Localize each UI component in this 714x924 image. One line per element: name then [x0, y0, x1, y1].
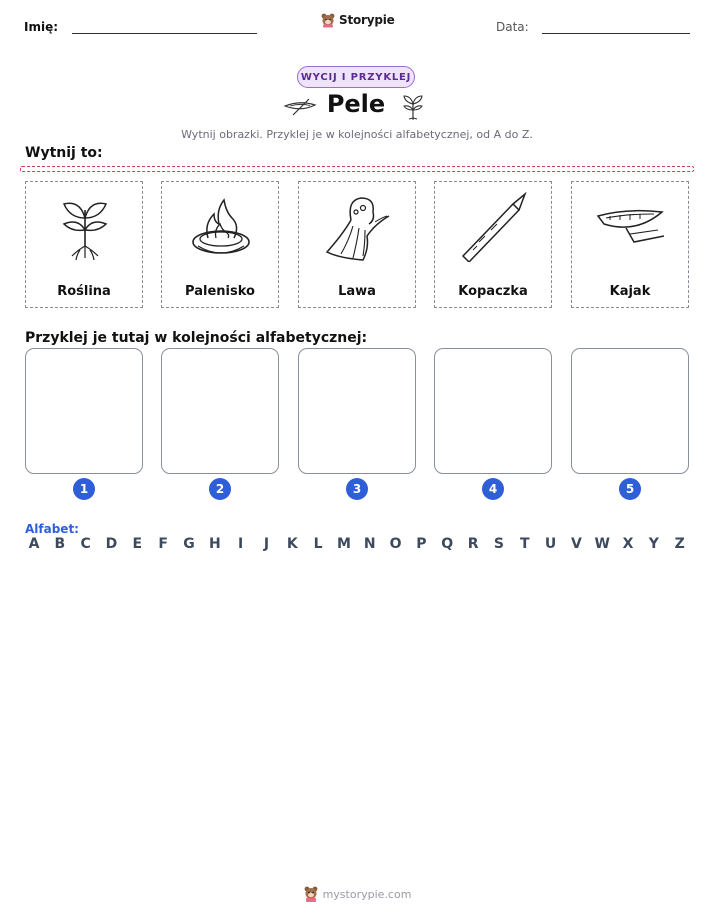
alphabet-letter: N [363, 536, 376, 552]
cut-card-fire-pit[interactable]: Palenisko [161, 181, 279, 308]
alphabet-letter: G [183, 536, 195, 552]
alphabet-letter: S [493, 536, 504, 552]
cut-card-label: Roślina [57, 284, 111, 299]
cut-card-kayak[interactable]: Kajak [571, 181, 689, 308]
date-label: Data: [496, 20, 529, 34]
bear-logo-icon [321, 13, 335, 28]
number-badge-5: 5 [619, 478, 641, 500]
instructions: Wytnij obrazki. Przyklej je w kolejności… [181, 128, 533, 141]
cut-card-lava[interactable]: Lawa [298, 181, 416, 308]
number-badge-3: 3 [346, 478, 368, 500]
alphabet-letter: T [519, 536, 530, 552]
number-badge-1: 1 [73, 478, 95, 500]
alphabet-letter: W [594, 536, 610, 552]
alphabet-letter: D [105, 536, 118, 552]
alphabet-letter: U [544, 536, 557, 552]
cut-card-label: Palenisko [185, 284, 255, 299]
alphabet-letter: M [336, 536, 351, 552]
digging-stick-icon [461, 191, 527, 262]
alphabet-letter: K [286, 536, 298, 552]
paste-box-1[interactable] [25, 348, 143, 474]
alphabet-letter: O [389, 536, 402, 552]
paste-box-2[interactable] [161, 348, 279, 474]
name-label: Imię: [24, 20, 59, 34]
footer-url[interactable]: mystorypie.com [322, 887, 412, 901]
paste-box-4[interactable] [434, 348, 552, 474]
name-line[interactable] [72, 33, 257, 34]
plant-icon [62, 202, 108, 261]
fire-pit-icon [192, 198, 250, 254]
alphabet-letter: Q [441, 536, 454, 552]
cut-card-label: Kopaczka [458, 284, 528, 299]
brand-logo: Storypie [320, 12, 395, 28]
alphabet-letter: I [238, 536, 244, 552]
cut-card-plant[interactable]: Roślina [25, 181, 143, 308]
paste-section-title: Przyklej je tutaj w kolejności alfabetyc… [25, 330, 368, 346]
alphabet-letter: C [80, 536, 91, 552]
paste-box-5[interactable] [571, 348, 689, 474]
kayak-decoration-icon [283, 98, 317, 116]
number-badge-4: 4 [482, 478, 504, 500]
alphabet-letter: B [54, 536, 66, 552]
alphabet-letter: X [622, 536, 634, 552]
bear-logo-icon [304, 886, 317, 902]
page-title: Pele [326, 90, 386, 118]
cut-line [20, 166, 694, 172]
alphabet-letter: J [263, 536, 270, 552]
paste-box-3[interactable] [298, 348, 416, 474]
alphabet-label: Alfabet: [25, 522, 79, 536]
footer: mystorypie.com [0, 885, 714, 903]
date-line[interactable] [542, 33, 690, 34]
alphabet-letter: R [467, 536, 479, 552]
alphabet-letter: Z [674, 536, 685, 552]
cut-card-digging-stick[interactable]: Kopaczka [434, 181, 552, 308]
kayak-icon [596, 209, 665, 243]
alphabet-row: A B C D E F G H I J K L M N O P Q R S T … [25, 536, 689, 552]
activity-badge: WYCIJ I PRZYKLEJ [297, 66, 415, 88]
alphabet-letter: P [416, 536, 427, 552]
plant-decoration-icon [403, 95, 423, 120]
lava-icon [325, 197, 390, 261]
alphabet-letter: E [132, 536, 143, 552]
cut-section-title: Wytnij to: [25, 145, 103, 161]
alphabet-letter: H [208, 536, 221, 552]
number-badge-2: 2 [209, 478, 231, 500]
alphabet-letter: F [158, 536, 168, 552]
brand-name: Storypie [339, 13, 395, 27]
cut-card-label: Kajak [609, 284, 651, 299]
alphabet-letter: V [570, 536, 582, 552]
alphabet-letter: L [313, 536, 323, 552]
cut-card-label: Lawa [338, 284, 376, 299]
alphabet-letter: A [28, 536, 40, 552]
alphabet-letter: Y [648, 536, 659, 552]
